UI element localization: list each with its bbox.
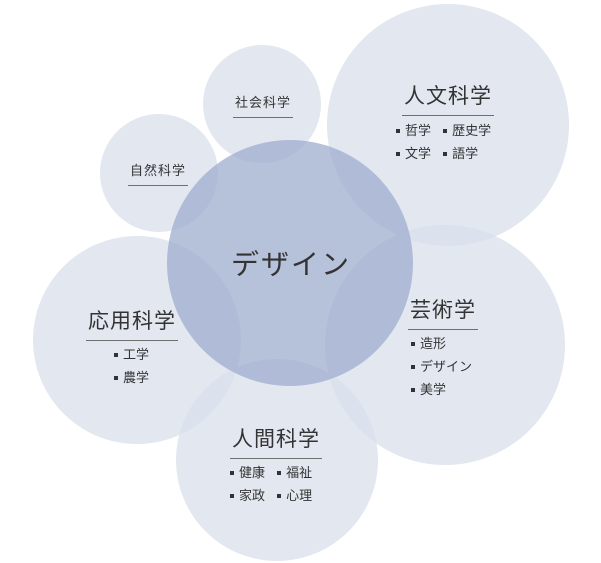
ningen-row-2: 家政 心理	[230, 485, 320, 508]
list-item: 農学	[114, 367, 149, 390]
shakai-title-wrap: 社会科学	[218, 92, 308, 118]
jinbun-title: 人文科学	[402, 80, 494, 116]
shizen-title: 自然科学	[127, 160, 188, 186]
ningen-title-wrap: 人間科学	[216, 423, 336, 459]
ouyou-title-wrap: 応用科学	[72, 305, 192, 341]
list-item: 福祉	[277, 462, 312, 485]
list-item-row: デザイン	[411, 356, 480, 379]
ningen-title: 人間科学	[230, 423, 322, 459]
geijutsu-title: 芸術学	[408, 294, 478, 330]
shizen-title-wrap: 自然科学	[113, 160, 203, 186]
geijutsu-items: 造形 デザイン 美学	[411, 333, 480, 402]
jinbun-row-2: 文学 語学	[396, 143, 499, 166]
list-item-row: 工学	[114, 344, 157, 367]
list-item: デザイン	[411, 356, 472, 379]
list-item: 工学	[114, 344, 149, 367]
design-center-circle	[167, 140, 413, 386]
list-item-row: 美学	[411, 379, 480, 402]
list-item-row: 造形	[411, 333, 480, 356]
list-item-row: 農学	[114, 367, 157, 390]
jinbun-row-1: 哲学 歴史学	[396, 120, 499, 143]
shakai-title: 社会科学	[232, 92, 293, 118]
ningen-circle	[176, 359, 378, 561]
ouyou-items: 工学 農学	[114, 344, 157, 390]
list-item: 心理	[277, 485, 312, 508]
geijutsu-title-wrap: 芸術学	[398, 294, 488, 330]
list-item: 造形	[411, 333, 446, 356]
jinbun-title-wrap: 人文科学	[388, 80, 508, 116]
list-item: 美学	[411, 379, 446, 402]
list-item: 健康	[230, 462, 265, 485]
list-item: 語学	[443, 143, 478, 166]
list-item: 哲学	[396, 120, 431, 143]
jinbun-items: 哲学 歴史学 文学 語学	[396, 120, 499, 166]
ningen-items: 健康 福祉 家政 心理	[230, 462, 320, 508]
list-item: 文学	[396, 143, 431, 166]
list-item: 家政	[230, 485, 265, 508]
ouyou-title: 応用科学	[86, 305, 178, 341]
list-item: 歴史学	[443, 120, 491, 143]
center-title: デザイン	[231, 248, 352, 281]
ningen-row-1: 健康 福祉	[230, 462, 320, 485]
